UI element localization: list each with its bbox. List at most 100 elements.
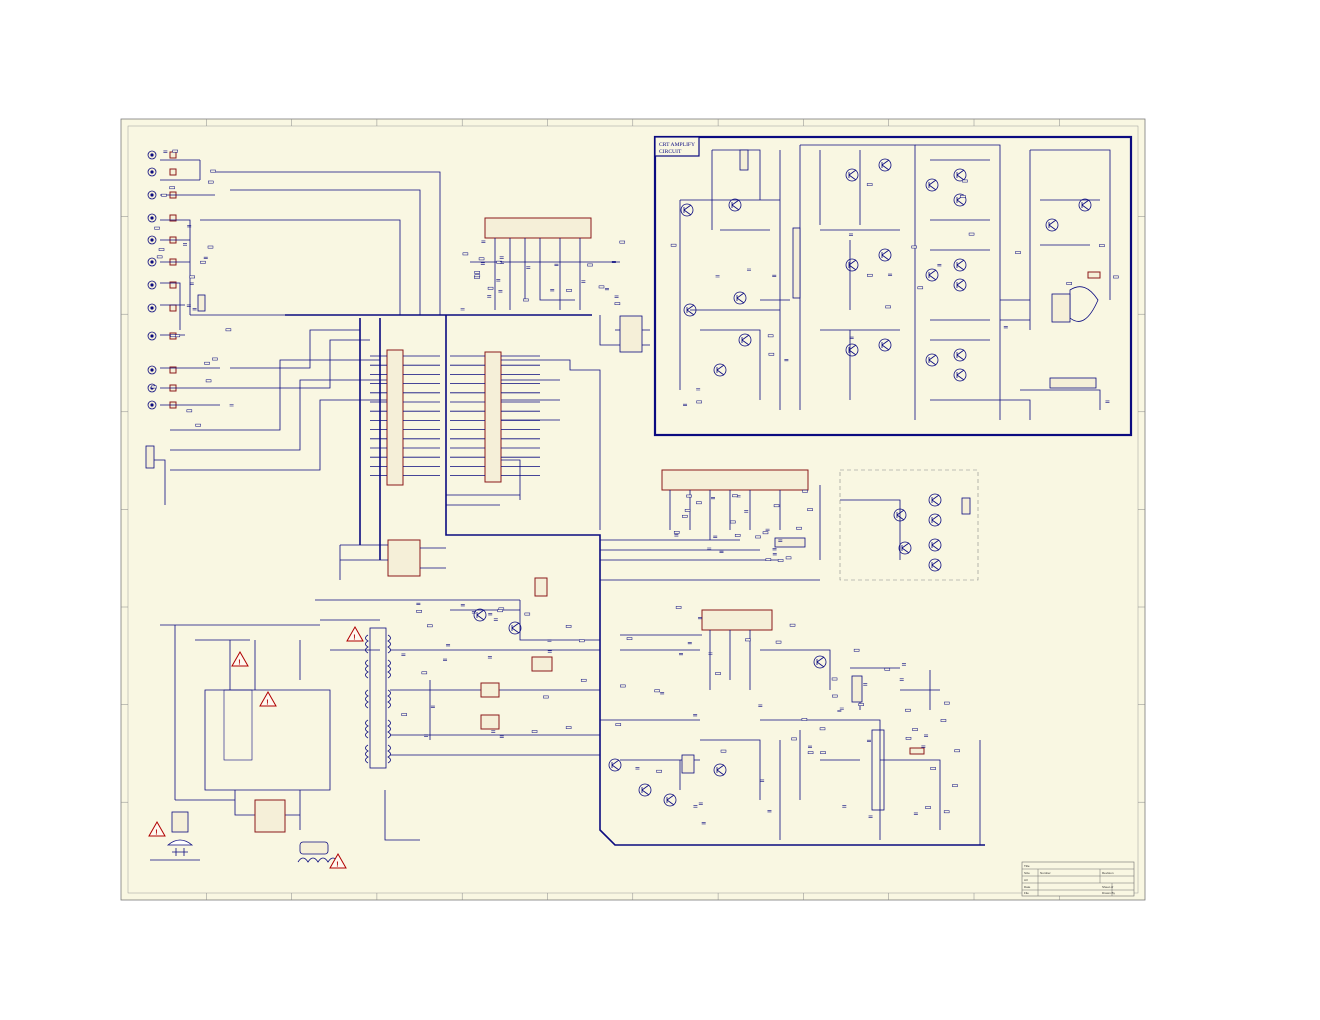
title-block-size: Size: [1024, 871, 1030, 875]
headphone-amp-block: [839, 469, 979, 581]
capacitor-icon: [784, 359, 789, 362]
resistor-icon: [478, 257, 485, 261]
transistor-icon: [845, 343, 859, 357]
passive-components: [151, 149, 1119, 825]
capacitor-icon: [192, 308, 197, 311]
transformer-winding: [365, 659, 369, 679]
capacitor-icon: [1003, 326, 1008, 329]
regulator-3: [480, 714, 500, 730]
capacitor-icon: [683, 403, 688, 406]
pwm-controller: [223, 689, 253, 761]
capacitor-icon: [635, 767, 640, 770]
crt-socket-connector: [1049, 377, 1097, 389]
capacitor-icon: [707, 547, 712, 550]
resistor-icon: [673, 531, 680, 534]
capacitor-icon: [401, 653, 406, 656]
resistor-icon: [401, 713, 407, 716]
transformer-windings: [365, 634, 391, 764]
capacitor-icon: [604, 288, 609, 291]
capacitor-icon: [713, 535, 718, 538]
resistor-icon: [462, 252, 469, 256]
resistor-icon: [1099, 244, 1105, 247]
transistor-icon: [928, 493, 942, 507]
title-block-date: Date: [1024, 885, 1031, 889]
degauss-coil-connector: [299, 841, 329, 855]
transistor-icon: [638, 783, 652, 797]
resistor-icon: [696, 400, 702, 404]
resistor-icon: [170, 334, 176, 338]
resistor-icon: [686, 494, 692, 498]
transistor-icon: [1045, 218, 1059, 232]
capacitor-icon: [772, 553, 777, 556]
transformer-winding: [365, 634, 369, 654]
capacitor-icon: [487, 295, 492, 298]
resistor-icon: [416, 610, 422, 613]
resistor-icon: [715, 672, 721, 675]
capacitor-icon: [460, 308, 465, 311]
transistor-icon: [508, 621, 522, 635]
ic-video-decoder: [484, 217, 592, 239]
capacitor-icon: [499, 256, 504, 259]
capacitor-icon: [772, 548, 777, 551]
ic-memory: [387, 539, 421, 577]
warning-triangle-icon: !: [148, 820, 166, 837]
capacitor-icon: [189, 282, 194, 285]
resistor-icon: [819, 727, 826, 731]
resistor-icon: [427, 624, 433, 628]
transistor-icon: [925, 178, 939, 192]
transistor-icon: [928, 558, 942, 572]
resistor-icon: [917, 286, 924, 290]
ic-main-left: [386, 349, 404, 486]
capacitor-icon: [499, 735, 504, 738]
power-supply-wiring: [150, 599, 600, 861]
resistor-icon: [580, 678, 587, 682]
transistor-icon: [898, 541, 912, 555]
resistor-icon: [730, 520, 736, 524]
transistor-icon: [845, 258, 859, 272]
resistor-icon: [598, 285, 605, 289]
flyback-tag: [909, 747, 925, 755]
connector-cn-top: [619, 315, 643, 353]
resistor-icon: [204, 361, 210, 365]
capacitor-icon: [701, 822, 706, 825]
resistor-icon: [732, 494, 738, 498]
capacitor-icon: [772, 274, 777, 278]
capacitor-icon: [499, 261, 504, 264]
resistor-icon: [930, 767, 936, 770]
warnings: !!!!!: [148, 625, 364, 869]
transistor-icon: [953, 258, 967, 272]
transistor-icon: [608, 758, 622, 772]
capacitor-icon: [807, 745, 812, 748]
resistor-icon: [620, 684, 626, 688]
capacitor-icon: [674, 534, 679, 537]
capacitor-icon: [848, 233, 853, 236]
resistor-icon: [940, 719, 947, 722]
resistor-icon: [524, 612, 531, 616]
headphone-connector: [961, 497, 971, 515]
capacitor-icon: [698, 802, 703, 805]
transistor-icon: [728, 198, 742, 212]
crt-block-title-line2: CIRCUIT: [659, 149, 682, 155]
transformer-winding: [387, 719, 391, 739]
capacitor-icon: [480, 262, 485, 265]
resistor-icon: [944, 701, 950, 705]
resistor-icon: [696, 501, 702, 505]
yoke-connector: [851, 675, 863, 703]
capacitor-icon: [747, 268, 752, 271]
transistor-icon: [928, 513, 942, 527]
transformer-icon: [369, 627, 387, 769]
capacitor-icon: [611, 260, 616, 264]
resistor-icon: [720, 749, 727, 753]
capacitor-icon: [496, 279, 501, 282]
resistor-icon: [866, 183, 873, 186]
warning-triangle-icon: !: [259, 690, 277, 707]
resistor-icon: [186, 409, 193, 413]
resistor-icon: [156, 255, 163, 259]
resistor-icon: [885, 305, 891, 309]
resistor-icon: [565, 726, 572, 729]
transistor-icon: [713, 363, 727, 377]
capacitor-icon: [744, 510, 749, 513]
warning-triangle-icon: !: [346, 625, 364, 642]
drawing-frame: [120, 118, 1146, 901]
